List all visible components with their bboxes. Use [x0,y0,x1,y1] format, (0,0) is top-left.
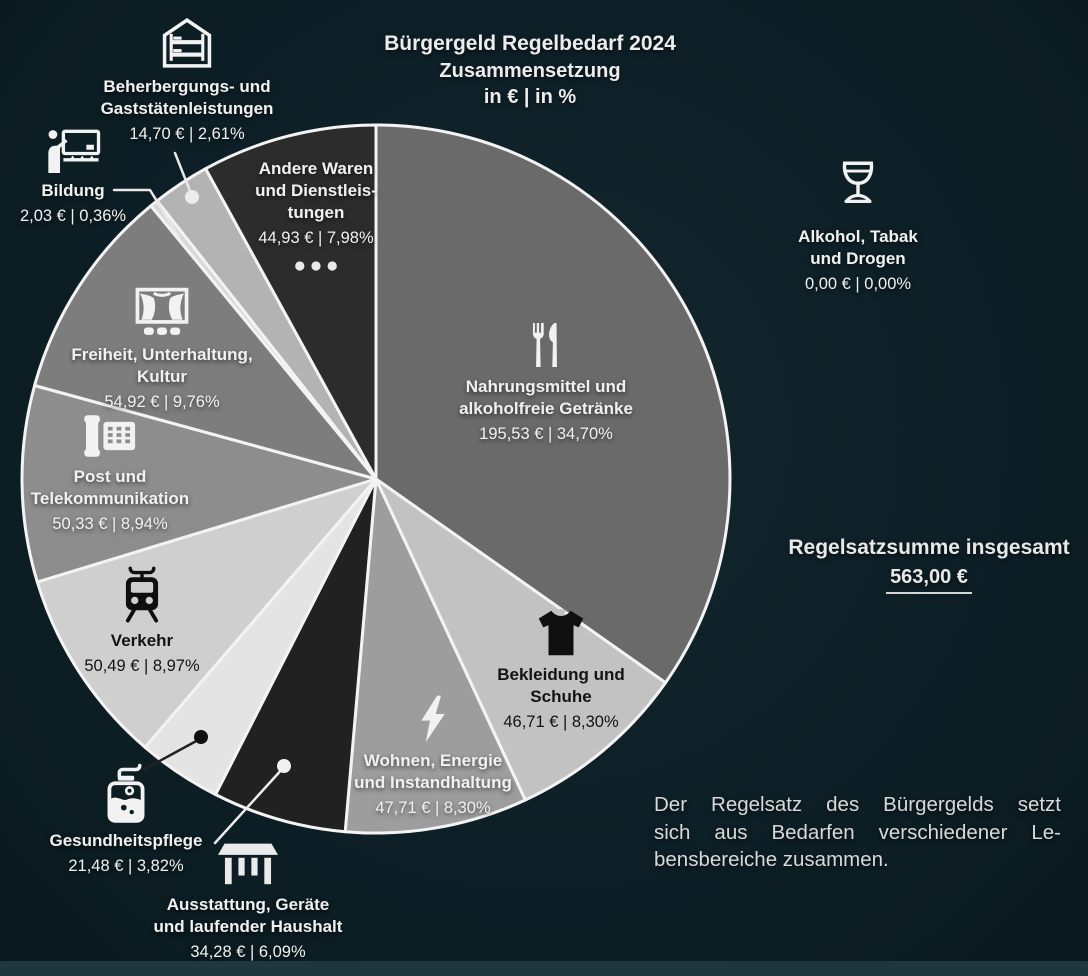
value-line: 50,49 € | 8,97% [84,657,200,675]
value-line: 47,71 € | 8,30% [375,799,491,817]
title-line1: Bürgergeld Regelbedarf 2024 [384,32,676,55]
label-line: tungen [287,203,345,222]
leader-ausstattung-dot [277,759,291,773]
label-line: Alkohol, Tabak [798,227,918,246]
leader-beherbergung-dot [185,190,199,204]
label-nahrungsmittel: Nahrungsmittel und alkoholfreie Getränke… [430,320,662,445]
label-gesundheitspflege: Gesundheitspflege 21,48 € | 3,82% [18,762,234,877]
footnote-line: Der Regelsatz des Bürgergelds setzt [654,793,1061,816]
label-line: und Instandhaltung [354,773,512,792]
phone-icon [81,412,139,460]
label-line: Verkehr [110,631,174,650]
label-line: Ausstattung, Geräte [166,895,330,914]
ellipsis-icon [294,259,338,277]
label-line: Freiheit, Unterhaltung, [71,345,253,364]
leader-bildung [112,188,181,239]
label-line: Gaststätenleistungen [100,99,274,118]
leader-ausstattung [213,765,286,845]
label-verkehr: Verkehr 50,49 € | 8,97% [72,564,212,677]
label-line: und Dienstleis- [255,181,377,200]
label-line: Beherbergungs- und [103,77,271,96]
label-line: Wohnen, Energie [363,751,503,770]
footnote-line: sich aus Bedarfen verschiedener Le- [654,820,1061,844]
label-freiheit-unterhaltung-kultur: Freiheit, Unterhaltung, Kultur 54,92 € |… [42,286,282,413]
label-line: Bildung [41,181,105,200]
value-line: 14,70 € | 2,61% [129,125,245,143]
label-andere-waren: Andere Waren und Dienstleis- tungen 44,9… [230,158,402,277]
hostel-icon [160,16,214,70]
table-icon [216,840,280,888]
title-line3: in € | in % [483,86,577,108]
wine-glass-icon [835,158,881,220]
pie-slice-7 [33,204,378,481]
total-label: Regelsatzsumme insgesamt [788,536,1070,559]
lightning-icon [416,694,450,744]
value-line: 46,71 € | 8,30% [503,713,619,731]
label-beherbergung-gaststaetten: Beherbergungs- und Gaststätenleistungen … [62,16,312,145]
tshirt-icon [533,608,589,658]
pie-slice-3 [214,477,378,834]
label-post-telekommunikation: Post und Telekommunikation 50,33 € | 8,9… [8,412,212,535]
label-ausstattung: Ausstattung, Geräte und laufender Hausha… [130,840,366,963]
label-line: alkoholfreie Getränke [459,399,633,418]
leader-gesundheitspflege [141,737,202,772]
title-line2: Zusammensetzung [439,60,621,82]
cutlery-icon [523,320,569,370]
teacher-icon [42,128,104,174]
label-line: Andere Waren [258,159,374,178]
label-line: Gesundheitspflege [49,831,203,850]
value-line: 50,33 € | 8,94% [52,515,168,533]
label-line: Kultur [136,367,188,386]
total-value: 563,00 € [886,566,972,594]
label-line: Schuhe [530,687,592,706]
value-line: 195,53 € | 34,70% [479,425,613,443]
tram-icon [116,564,168,624]
label-line: Bekleidung und [497,665,625,684]
label-line: Nahrungsmittel und [465,377,627,396]
value-line: 54,92 € | 9,76% [104,393,220,411]
label-bildung: Bildung 2,03 € | 0,36% [10,128,136,227]
theater-icon [134,286,190,338]
footnote-line: bensbereiche zusammen. [654,848,889,871]
pie-slice-10 [204,123,378,481]
pie-slice-0 [374,123,732,685]
value-line: 21,48 € | 3,82% [68,857,184,875]
label-line: und laufender Haushalt [153,917,343,936]
soap-dispenser-icon [99,762,153,824]
value-line: 0,00 € | 0,00% [804,275,912,293]
leader-beherbergung [173,151,194,198]
value-line: 44,93 € | 7,98% [258,229,374,247]
leader-gesundheitspflege-dot [194,730,208,744]
label-wohnen: Wohnen, Energie und Instandhaltung 47,71… [347,694,519,819]
label-alkohol-tabak: Alkohol, Tabak und Drogen 0,00 € | 0,00% [788,158,928,295]
page-title: Bürgergeld Regelbedarf 2024 Zusammensetz… [330,30,730,110]
total-summary: Regelsatzsumme insgesamt 563,00 € [770,534,1088,594]
pie-slice-1 [374,477,667,802]
pie-slice-2 [343,477,527,835]
value-line: 34,28 € | 6,09% [190,943,306,961]
bottom-strip [0,961,1088,976]
label-line: Telekommunikation [30,489,190,508]
footnote: Der Regelsatz des Bürgergelds setzt sich… [654,791,1061,874]
label-line: Post und [73,467,147,486]
label-line: und Drogen [810,249,906,268]
value-line: 2,03 € | 0,36% [19,207,127,225]
pie-slice-5 [35,477,378,749]
label-bekleidung: Bekleidung und Schuhe 46,71 € | 8,30% [478,608,644,733]
